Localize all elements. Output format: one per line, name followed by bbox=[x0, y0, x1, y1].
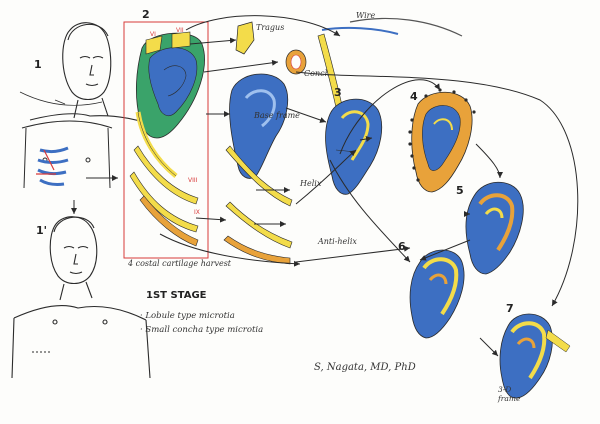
rib-ix-label: IX bbox=[194, 209, 200, 216]
helix-label: Helix bbox=[299, 179, 322, 188]
process-arrows bbox=[159, 15, 579, 357]
harvest-box bbox=[123, 21, 209, 259]
step-5-label: 5 bbox=[456, 184, 464, 197]
harvest-caption: 4 costal cartilage harvest bbox=[127, 259, 232, 268]
step-1-prime-label: 1' bbox=[36, 224, 47, 237]
rib-cartilage-strips bbox=[129, 145, 199, 247]
tragus-label: Tragus bbox=[256, 23, 284, 32]
step-4-frame bbox=[408, 88, 476, 193]
step-2-label: 2 bbox=[142, 8, 150, 21]
base-frame-label: Base frame bbox=[253, 111, 300, 120]
step-3-label: 3 bbox=[334, 86, 342, 99]
step-7-label: 7 bbox=[506, 302, 514, 315]
tragus-piece bbox=[235, 21, 255, 55]
rib-vi-label: VI bbox=[150, 31, 156, 38]
three-d-label-2: frame bbox=[497, 394, 521, 403]
patient-1-prime-figure bbox=[11, 216, 151, 379]
step-4-label: 4 bbox=[410, 90, 418, 103]
anti-helix-strip-1 bbox=[225, 201, 293, 249]
stage-heading: 1ST STAGE bbox=[146, 290, 207, 301]
anti-helix-strip-2 bbox=[223, 235, 291, 265]
stage-bullet-concha: · Small concha type microtia bbox=[140, 325, 263, 335]
stage-bullet-lobule: · Lobule type microtia bbox=[140, 311, 235, 321]
concha-piece bbox=[285, 49, 307, 75]
anti-helix-label: Anti-helix bbox=[317, 237, 357, 246]
step-6-label: 6 bbox=[398, 240, 406, 253]
wire-strip bbox=[321, 26, 399, 35]
chest-rib-figure bbox=[21, 120, 113, 189]
rib-viii-label: VIII bbox=[188, 177, 198, 184]
author-signature: S, Nagata, MD, PhD bbox=[314, 362, 416, 373]
step-7-frame bbox=[499, 313, 571, 399]
step-3-frame bbox=[325, 98, 383, 195]
costal-cartilage-block bbox=[135, 31, 205, 178]
step-5-frame bbox=[465, 181, 524, 275]
step-6-frame bbox=[409, 249, 465, 339]
helix-strip bbox=[225, 145, 293, 207]
wire-label: Wire bbox=[356, 11, 375, 20]
patient-1-head-figure bbox=[19, 22, 151, 125]
step-1-label: 1 bbox=[34, 58, 42, 71]
rib-vii-label: VII bbox=[176, 27, 184, 34]
wire-illustration bbox=[349, 17, 463, 37]
three-d-label-1: 3-D bbox=[498, 385, 511, 394]
